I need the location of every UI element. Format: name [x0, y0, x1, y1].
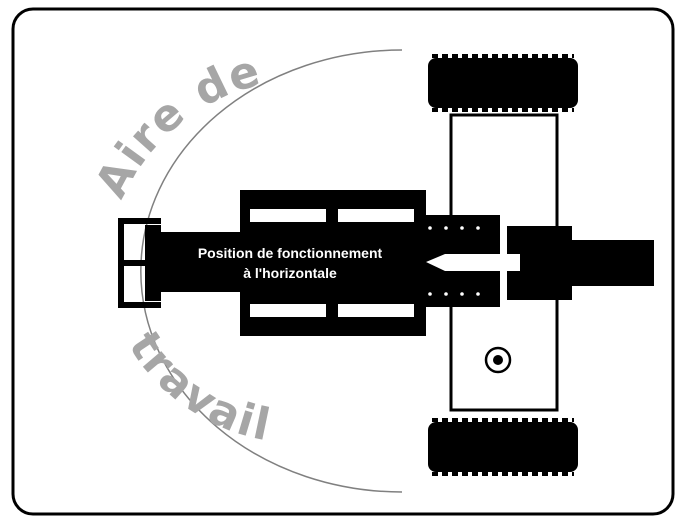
boom-assembly	[118, 190, 654, 336]
platform-fork	[118, 218, 161, 308]
working-area-arc	[140, 49, 403, 493]
bottom-track	[428, 418, 578, 476]
top-track	[428, 54, 578, 112]
turret-pivot-icon	[484, 346, 512, 374]
boom-label-line2: à l'horizontale	[243, 265, 337, 281]
boom-label-line1: Position de fonctionnement	[198, 245, 383, 261]
